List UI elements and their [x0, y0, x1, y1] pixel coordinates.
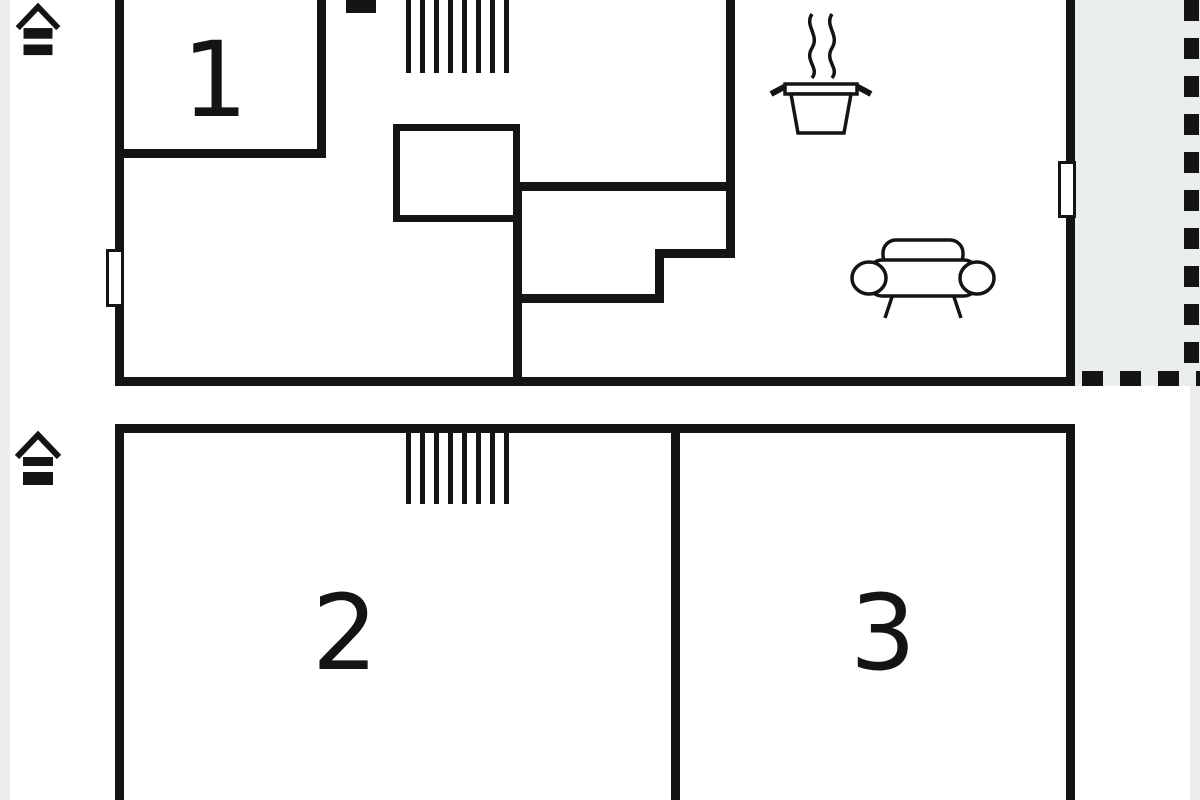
wall-room1-right: [317, 0, 326, 158]
wall-kitchen-left: [726, 0, 735, 258]
sofa-leg-left: [883, 293, 895, 319]
wall-hall-horizontal: [513, 182, 735, 191]
house-floor-divider: [23, 38, 53, 45]
wall-outer-bottom: [115, 377, 1075, 386]
sofa-icon: [850, 238, 996, 319]
wall-room-divider: [671, 424, 680, 800]
wall-room1-bottom: [115, 149, 326, 158]
house-roof: [15, 2, 61, 31]
house-roof: [14, 430, 62, 460]
wall-outer-top: [115, 424, 1075, 433]
steam-line-1: [808, 13, 816, 80]
wall-stub-top: [346, 0, 376, 13]
sofa-armrest-right: [958, 260, 996, 296]
wall-hall-vertical: [513, 182, 522, 386]
house-lower-floor-icon: [14, 430, 62, 485]
left-edge-strip: [0, 0, 10, 800]
terrace-dashed-border-bottom: [1082, 371, 1200, 386]
wall-outer-left: [115, 0, 124, 386]
wall-step-top: [655, 249, 735, 258]
room-1-label: 1: [181, 19, 249, 141]
sofa-leg-right: [951, 293, 963, 319]
wall-outer-left: [115, 424, 124, 800]
house-floor-divider: [23, 466, 53, 472]
steam-line-2: [828, 13, 836, 80]
closet-box: [393, 124, 520, 222]
house-upper-floor-icon: [15, 2, 61, 56]
staircase-upper: [406, 0, 512, 73]
wall-step-vertical: [655, 249, 664, 303]
wall-outer-right: [1066, 424, 1075, 800]
wall-step-bottom: [513, 294, 664, 303]
window-left-icon: [106, 249, 124, 307]
staircase-lower: [406, 433, 512, 504]
room-2-label: 2: [311, 572, 379, 694]
right-edge-strip: [1190, 0, 1200, 800]
window-right-icon: [1058, 161, 1076, 218]
terrace-area: [1075, 0, 1200, 386]
pot-body: [788, 92, 854, 135]
room-3-label: 3: [849, 572, 917, 694]
terrace-dashed-border-right: [1184, 0, 1199, 372]
kitchen-pot-icon: [769, 13, 873, 135]
sofa-armrest-left: [850, 260, 888, 296]
